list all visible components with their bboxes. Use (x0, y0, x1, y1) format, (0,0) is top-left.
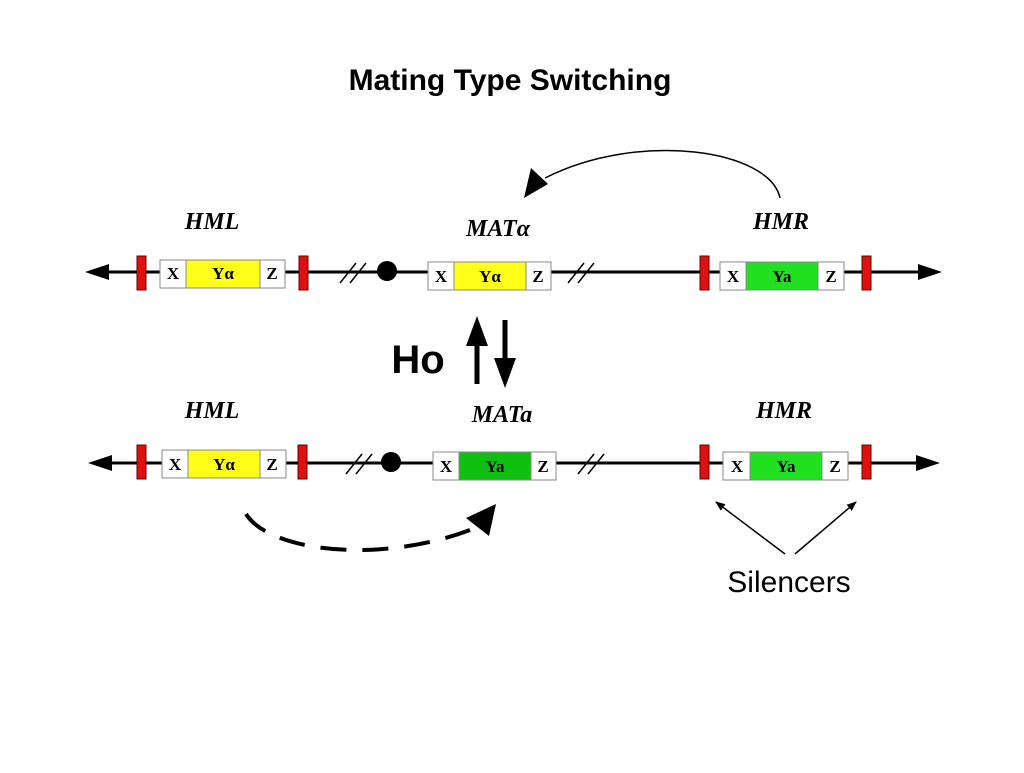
x-segment (427, 261, 455, 291)
break-mark-left (339, 262, 367, 284)
silencers-label: Silencers (727, 566, 850, 599)
hmr-label: HMR (755, 398, 812, 424)
ho-label: Ho (391, 338, 444, 382)
z-label: Z (266, 264, 277, 283)
y-label: Yα (213, 455, 235, 474)
hmr-label: HMR (752, 209, 809, 235)
x-segment (719, 261, 747, 291)
y-alpha-segment (185, 259, 261, 289)
x-label: X (731, 457, 744, 476)
x-label: X (727, 267, 740, 286)
z-segment (530, 451, 557, 481)
left-arrow-head (85, 264, 109, 280)
right-arrow-head (916, 455, 940, 471)
z-segment (259, 259, 286, 289)
silencers-annotation: Silencers (715, 501, 857, 599)
hmr-cassette: X Ya Z (699, 255, 872, 291)
dashed-copy-arrow-hml-to-mat (244, 512, 471, 552)
mat-a-label: MATa (471, 402, 532, 428)
break-mark-right (567, 262, 595, 284)
dashed-copy-arrow-head (466, 504, 496, 536)
z-segment (259, 449, 287, 479)
x-label: X (440, 457, 453, 476)
ho-switch: Ho (391, 316, 516, 388)
centromere (377, 261, 397, 281)
z-segment (817, 261, 845, 291)
silencer-right (861, 255, 872, 291)
copy-arrow-hmr-to-mat (544, 149, 781, 199)
centromere (381, 452, 401, 472)
hml-label: HML (184, 209, 240, 235)
z-segment (525, 261, 552, 291)
diagram-title: Mating Type Switching (349, 64, 672, 97)
hml-label: HML (184, 398, 240, 424)
bottom-chromosome: HML MATa HMR X Yα Z X Ya Z (88, 398, 940, 552)
y-label: Ya (773, 267, 792, 286)
copy-arrow-head (524, 168, 548, 198)
y-alpha-segment (187, 449, 261, 479)
silencer-right (298, 255, 309, 291)
silencer-right (861, 444, 872, 480)
break-mark-left (345, 453, 373, 475)
mat-cassette: X Ya Z (432, 451, 557, 481)
y-label: Ya (777, 457, 796, 476)
pointer-left (715, 501, 786, 555)
silencer-left (136, 255, 147, 291)
silencer-left (136, 444, 147, 480)
x-label: X (167, 264, 180, 283)
y-alpha-segment (453, 261, 527, 291)
z-segment (821, 451, 849, 481)
y-label: Yα (212, 264, 234, 283)
z-label: Z (532, 267, 543, 286)
break-mark-right (577, 453, 605, 475)
hml-cassette: X Yα Z (136, 255, 309, 291)
z-label: Z (829, 457, 840, 476)
up-arrow-head (466, 316, 488, 346)
hml-cassette: X Yα Z (136, 444, 308, 480)
x-label: X (435, 267, 448, 286)
top-chromosome: HML MATα HMR X Yα Z X Yα Z (85, 149, 942, 291)
silencer-left (699, 444, 710, 480)
hmr-cassette: X Ya Z (699, 444, 872, 481)
right-arrow-head (918, 264, 942, 280)
silencer-right (297, 444, 308, 480)
y-label: Ya (486, 457, 505, 476)
y-label: Yα (479, 267, 501, 286)
z-label: Z (825, 267, 836, 286)
pointer-right (794, 501, 857, 555)
down-arrow-head (494, 358, 516, 388)
z-label: Z (537, 457, 548, 476)
mat-cassette: X Yα Z (427, 261, 552, 291)
mat-alpha-label: MATα (465, 216, 531, 242)
z-label: Z (266, 455, 277, 474)
x-label: X (169, 455, 182, 474)
left-arrow-head (88, 455, 112, 471)
y-a-segment (745, 261, 819, 291)
silencer-left (699, 255, 710, 291)
